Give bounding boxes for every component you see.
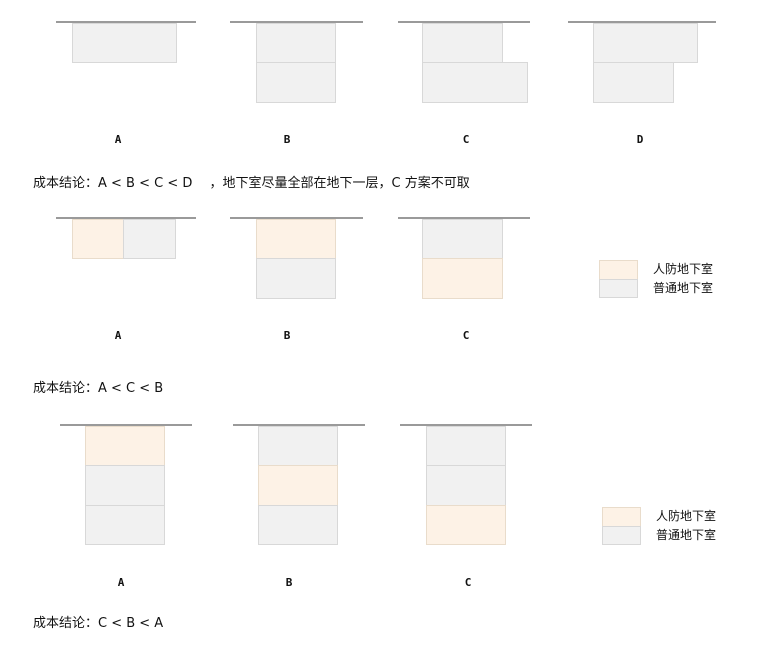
civil-defense-basement-block	[72, 219, 124, 259]
ordinary-basement-block	[85, 465, 165, 506]
legend-label-civil-defense: 人防地下室	[653, 262, 714, 276]
ordinary-basement-block	[593, 62, 674, 103]
ordinary-basement-block	[256, 62, 336, 103]
ground-line	[230, 21, 363, 23]
ordinary-basement-block	[258, 426, 338, 466]
civil-defense-basement-block	[422, 258, 503, 299]
cost-conclusion: 成本结论：C < B < A	[33, 616, 164, 631]
scheme-label: D	[636, 133, 644, 146]
ordinary-basement-block	[258, 505, 338, 545]
scheme-label: B	[285, 576, 293, 589]
ordinary-basement-block	[256, 258, 336, 299]
legend-label-ordinary: 普通地下室	[653, 281, 714, 295]
scheme-label: C	[464, 576, 472, 589]
scheme-label: C	[462, 329, 470, 342]
scheme-label: C	[462, 133, 470, 146]
ground-line	[398, 21, 530, 23]
ground-line	[230, 217, 363, 219]
ordinary-basement-block	[422, 62, 528, 103]
ground-line	[568, 21, 716, 23]
civil-defense-basement-block	[426, 505, 506, 545]
ground-line	[56, 217, 196, 219]
ground-line	[60, 424, 192, 426]
ordinary-basement-block	[426, 465, 506, 506]
legend-swatch-civil-defense	[599, 260, 638, 280]
cost-conclusion: 成本结论：A < C < B	[33, 381, 164, 396]
scheme-label: A	[117, 576, 125, 589]
ordinary-basement-block	[593, 23, 698, 63]
ordinary-basement-block	[422, 23, 503, 63]
ordinary-basement-block	[85, 505, 165, 545]
ground-line	[400, 424, 532, 426]
ground-line	[398, 217, 530, 219]
legend-label-ordinary: 普通地下室	[656, 528, 717, 542]
ordinary-basement-block	[123, 219, 176, 259]
scheme-label: B	[283, 133, 291, 146]
legend-swatch-ordinary	[599, 279, 638, 298]
scheme-label: A	[114, 133, 122, 146]
ordinary-basement-block	[72, 23, 177, 63]
ordinary-basement-block	[256, 23, 336, 63]
ground-line	[56, 21, 196, 23]
ground-line	[233, 424, 365, 426]
civil-defense-basement-block	[256, 219, 336, 259]
ordinary-basement-block	[422, 219, 503, 259]
civil-defense-basement-block	[85, 426, 165, 466]
legend-swatch-civil-defense	[602, 507, 641, 527]
scheme-label: A	[114, 329, 122, 342]
ordinary-basement-block	[426, 426, 506, 466]
cost-conclusion: 成本结论：A < B < C < D ，地下室尽量全部在地下一层，C 方案不可取	[33, 176, 470, 191]
civil-defense-basement-block	[258, 465, 338, 506]
legend-swatch-ordinary	[602, 526, 641, 545]
scheme-label: B	[283, 329, 291, 342]
legend-label-civil-defense: 人防地下室	[656, 509, 717, 523]
